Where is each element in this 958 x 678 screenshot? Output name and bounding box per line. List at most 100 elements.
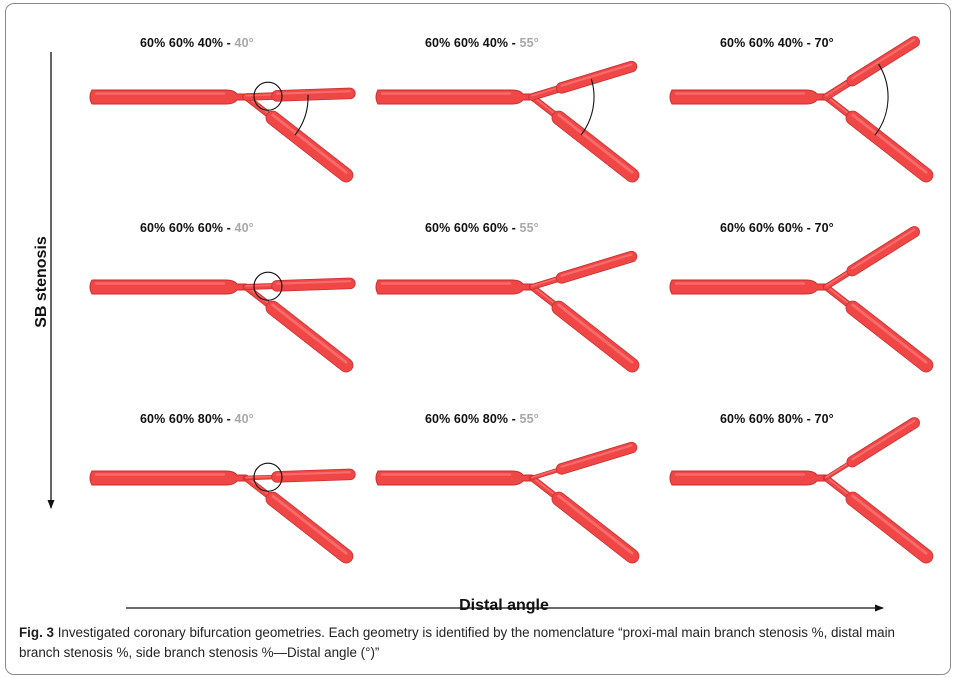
proximal-main-branch (375, 279, 533, 295)
distal-main-branch-highlight (851, 494, 928, 555)
side-branch-body (272, 88, 355, 101)
side-branch-body (556, 61, 637, 93)
side-branch-body (847, 417, 920, 467)
side-branch-body (556, 442, 637, 474)
proximal-main-branch (669, 279, 827, 295)
side-branch-highlight (275, 280, 351, 285)
panel-label: 60% 60% 40% - 40° (140, 36, 254, 50)
side-branch-highlight (560, 253, 633, 277)
stenosis-circle-marker (253, 462, 283, 492)
side-branch-highlight (851, 38, 916, 80)
bifurcation-geometry (669, 417, 934, 564)
distal-main-branch-highlight (557, 494, 634, 555)
side-branch-neck-highlight (531, 468, 558, 479)
distal-main-branch-neck-body (823, 475, 851, 498)
distal-angle-arc (580, 78, 595, 136)
distal-main-branch-highlight (271, 494, 348, 555)
distal-main-branch-highlight (271, 303, 348, 364)
distal-main-branch-body (846, 301, 933, 372)
proximal-main-branch (89, 89, 247, 105)
side-branch-neck-body (529, 86, 560, 100)
panel-label: 60% 60% 80% - 40° (140, 412, 254, 426)
side-branch-neck-body (243, 93, 275, 100)
distal-angle-arc (294, 94, 309, 136)
x-axis-label: Distal angle (459, 597, 549, 614)
figure-caption: Fig. 3 Investigated coronary bifurcation… (19, 623, 939, 663)
distal-main-branch-highlight (851, 113, 928, 174)
side-branch-body (847, 36, 920, 86)
proximal-main-branch (89, 279, 247, 295)
distal-main-branch-body (552, 301, 639, 372)
bifurcation-geometry (375, 441, 640, 564)
side-branch-body (847, 226, 920, 276)
distal-main-branch-body (552, 492, 639, 563)
figure-frame (5, 3, 951, 675)
distal-main-branch-neck-body (529, 475, 557, 498)
side-branch-neck-highlight (245, 94, 273, 97)
caption-text: Investigated coronary bifurcation geomet… (19, 625, 896, 660)
panel-label: 60% 60% 40% - 70° (720, 36, 834, 50)
distal-main-branch-body (266, 301, 353, 372)
side-branch-neck-highlight (531, 87, 558, 97)
distal-main-branch-highlight (851, 303, 928, 364)
bifurcation-geometry (89, 462, 356, 564)
panel-label: 60% 60% 60% - 70° (720, 221, 834, 235)
bifurcation-geometry (89, 271, 356, 373)
panel-label: 60% 60% 60% - 55° (425, 221, 539, 235)
side-branch-body (272, 278, 355, 291)
panel-label: 60% 60% 60% - 40° (140, 221, 254, 235)
side-branch-highlight (560, 63, 633, 87)
proximal-main-branch (669, 89, 827, 105)
distal-main-branch-body (552, 111, 639, 182)
distal-main-branch-neck-highlight (531, 476, 555, 495)
bifurcation-geometry (669, 36, 934, 183)
side-branch-highlight (275, 471, 351, 476)
side-branch-neck-body (823, 80, 851, 100)
distal-angle-arc (874, 63, 889, 136)
distal-main-branch-neck-body (823, 284, 851, 307)
side-branch-neck-body (823, 270, 851, 290)
panel-label: 60% 60% 80% - 55° (425, 412, 539, 426)
distal-main-branch-highlight (271, 113, 348, 174)
distal-main-branch-neck-body (823, 94, 851, 117)
distal-main-branch-neck-body (529, 284, 557, 307)
proximal-main-branch (89, 470, 247, 486)
side-branch-highlight (275, 90, 351, 95)
side-branch-highlight (560, 444, 633, 468)
side-branch-neck-body (243, 283, 275, 290)
stenosis-circle-marker (253, 81, 283, 111)
y-axis-label: SB stenosis (33, 236, 50, 328)
panel-label: 60% 60% 80% - 70° (720, 412, 834, 426)
panel-label: 60% 60% 40% - 55° (425, 36, 539, 50)
side-branch-neck-highlight (825, 81, 849, 97)
proximal-main-branch (669, 470, 827, 486)
side-branch-highlight (851, 419, 916, 461)
distal-main-branch-body (846, 492, 933, 563)
distal-main-branch-highlight (557, 303, 634, 364)
bifurcation-geometry (375, 250, 640, 373)
stenosis-circle-marker (253, 271, 283, 301)
side-branch-body (272, 469, 355, 482)
distal-main-branch-neck-body (529, 94, 557, 117)
side-branch-neck-highlight (825, 271, 849, 287)
side-branch-neck-highlight (825, 462, 849, 479)
distal-main-branch-body (266, 111, 353, 182)
distal-main-branch-highlight (557, 113, 634, 174)
distal-main-branch-neck-highlight (825, 476, 849, 495)
distal-main-branch-body (266, 492, 353, 563)
distal-main-branch-body (846, 111, 933, 182)
bifurcation-geometry (669, 226, 934, 373)
bifurcation-geometry (375, 60, 640, 183)
figure-number: Fig. 3 (19, 625, 54, 640)
side-branch-neck-highlight (245, 475, 273, 479)
side-branch-neck-highlight (531, 277, 558, 287)
side-branch-neck-body (529, 277, 560, 290)
side-branch-highlight (851, 228, 916, 270)
proximal-main-branch (375, 470, 533, 486)
bifurcation-geometry (89, 81, 356, 183)
side-branch-body (556, 251, 637, 283)
side-branch-neck-highlight (245, 284, 273, 287)
distal-main-branch-neck-highlight (825, 285, 849, 304)
proximal-main-branch (375, 89, 533, 105)
